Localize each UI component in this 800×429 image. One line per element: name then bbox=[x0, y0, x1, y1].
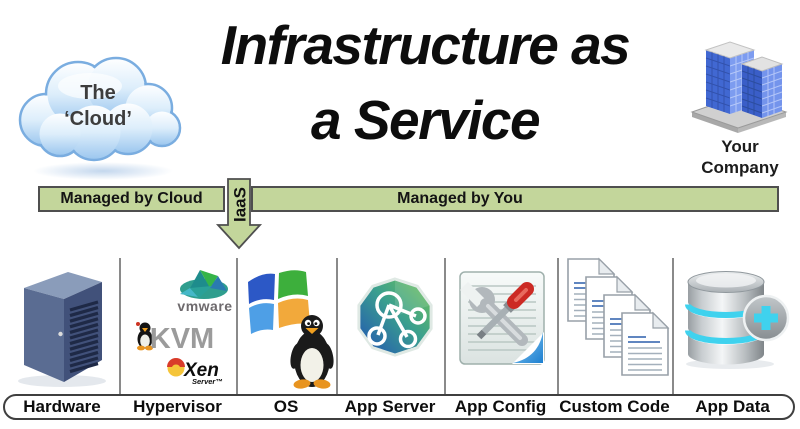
database-plus-icon bbox=[685, 271, 790, 369]
cloud-icon bbox=[18, 56, 182, 180]
code-page bbox=[621, 311, 670, 376]
page-title-line2: a Service bbox=[310, 89, 541, 151]
plus-badge-icon bbox=[742, 294, 790, 342]
column-divider bbox=[557, 258, 559, 395]
vmware-logo-icon: vmware bbox=[177, 270, 232, 314]
layer-label-app-config: App Config bbox=[454, 397, 547, 416]
company-label: Your Company bbox=[684, 136, 796, 178]
xen-logo-text: Xen bbox=[183, 360, 219, 381]
windows-tux-icon bbox=[248, 270, 334, 389]
page-title-line1: Infrastructure as bbox=[220, 14, 631, 76]
managed-by-you-label: Managed by You bbox=[397, 190, 523, 207]
column-divider bbox=[444, 258, 446, 395]
managed-by-you-bar: Managed by You bbox=[251, 186, 779, 212]
managed-by-cloud-bar: Managed by Cloud bbox=[38, 186, 225, 212]
kvm-logo-text: KVM bbox=[150, 323, 214, 355]
server-tower-icon bbox=[18, 272, 106, 387]
xen-sub-text: Server™ bbox=[192, 377, 223, 386]
xenserver-logo-icon: Xen Server™ bbox=[160, 354, 232, 386]
windows-logo-icon bbox=[248, 270, 310, 334]
company-label-line2: Company bbox=[701, 158, 779, 177]
screwdriver-icon bbox=[476, 282, 534, 340]
column-divider bbox=[119, 258, 121, 395]
company-label-line1: Your bbox=[721, 137, 759, 156]
layer-label-hardware: Hardware bbox=[23, 397, 101, 416]
company-building-icon bbox=[690, 41, 788, 133]
cloud-label: The ‘Cloud’ bbox=[38, 80, 158, 132]
network-gem-icon bbox=[357, 277, 433, 357]
iaas-arrow-label: IaaS bbox=[231, 187, 250, 222]
kvm-logo-icon: KVM bbox=[136, 322, 214, 355]
hypervisor-logos-icon: vmware KVM Xen Server™ bbox=[136, 270, 232, 386]
layer-label-app-data: App Data bbox=[695, 397, 770, 416]
cloud-label-line2: ‘Cloud’ bbox=[64, 108, 132, 130]
layer-label-custom-code: Custom Code bbox=[559, 397, 670, 416]
layer-labels-bar: Hardware Hypervisor OS App Server App Co… bbox=[3, 394, 795, 420]
column-divider bbox=[236, 258, 238, 395]
document-tools-icon bbox=[459, 271, 545, 365]
layer-label-hypervisor: Hypervisor bbox=[133, 397, 222, 416]
column-divider bbox=[672, 258, 674, 395]
cloud-label-line1: The bbox=[80, 82, 116, 104]
iaas-arrow-icon: IaaS bbox=[215, 178, 263, 250]
page-title: Infrastructure as a Service bbox=[165, 8, 685, 158]
column-divider bbox=[336, 258, 338, 395]
tux-icon bbox=[290, 315, 334, 389]
wrench-icon bbox=[460, 282, 528, 346]
vmware-logo-text: vmware bbox=[177, 298, 232, 314]
layer-label-app-server: App Server bbox=[344, 397, 436, 416]
managed-by-cloud-label: Managed by Cloud bbox=[60, 190, 203, 207]
layer-label-os: OS bbox=[273, 397, 299, 416]
documents-stack-icon bbox=[567, 257, 670, 376]
